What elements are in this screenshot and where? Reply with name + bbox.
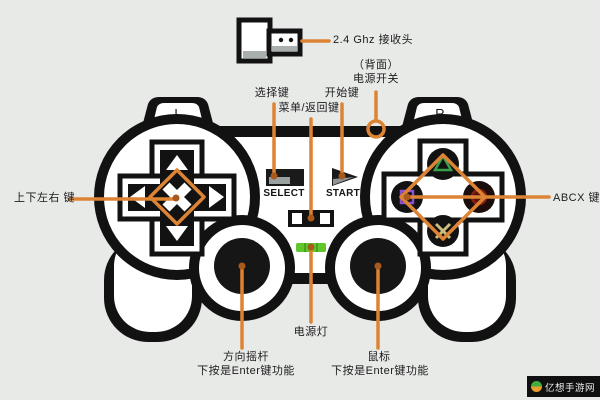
power-switch-label-1: （背面） (353, 59, 399, 71)
abcx-diamond (399, 153, 487, 241)
start-key-label: 开始键 (324, 87, 360, 99)
right-stick-label-1: 鼠标 (367, 351, 391, 363)
dpad-diamond (148, 168, 206, 226)
select-print: SELECT (263, 188, 305, 199)
left-stick-label-1: 方向摇杆 (223, 351, 269, 363)
watermark-logo-icon (531, 381, 542, 392)
dpad-left-arrow (130, 186, 145, 208)
watermark-text: 亿想手游网 (545, 382, 596, 394)
select-key-label: 选择键 (254, 87, 290, 99)
right-stick-label-2: 下按是Enter键功能 (331, 365, 429, 377)
left-shoulder-label: L (174, 106, 182, 121)
leader-dots (172, 172, 411, 270)
power-light-label: 电源灯 (293, 326, 329, 338)
menu-key-label: 菜单/返回键 (278, 102, 340, 114)
site-watermark: 亿想手游网 (527, 376, 600, 397)
triangle-button (427, 148, 459, 180)
dpad-keys-label: 上下左右 键 (14, 192, 76, 204)
power-switch-ring (366, 119, 386, 139)
leader-lines (68, 39, 551, 350)
right-shoulder-label: R (435, 106, 445, 121)
left-stick-label-2: 下按是Enter键功能 (197, 365, 295, 377)
usb-receiver-icon (236, 17, 303, 64)
dpad-right-arrow (209, 186, 224, 208)
dpad-down-arrow (166, 226, 188, 241)
dpad-up-arrow (166, 155, 188, 170)
abcx-keys-label: ABCX 键 (553, 192, 600, 204)
power-switch-label-2: 电源开关 (353, 73, 399, 85)
triangle-glyph (432, 153, 454, 172)
receiver-label: 2.4 Ghz 接收头 (333, 34, 414, 46)
start-print: START (325, 188, 361, 199)
